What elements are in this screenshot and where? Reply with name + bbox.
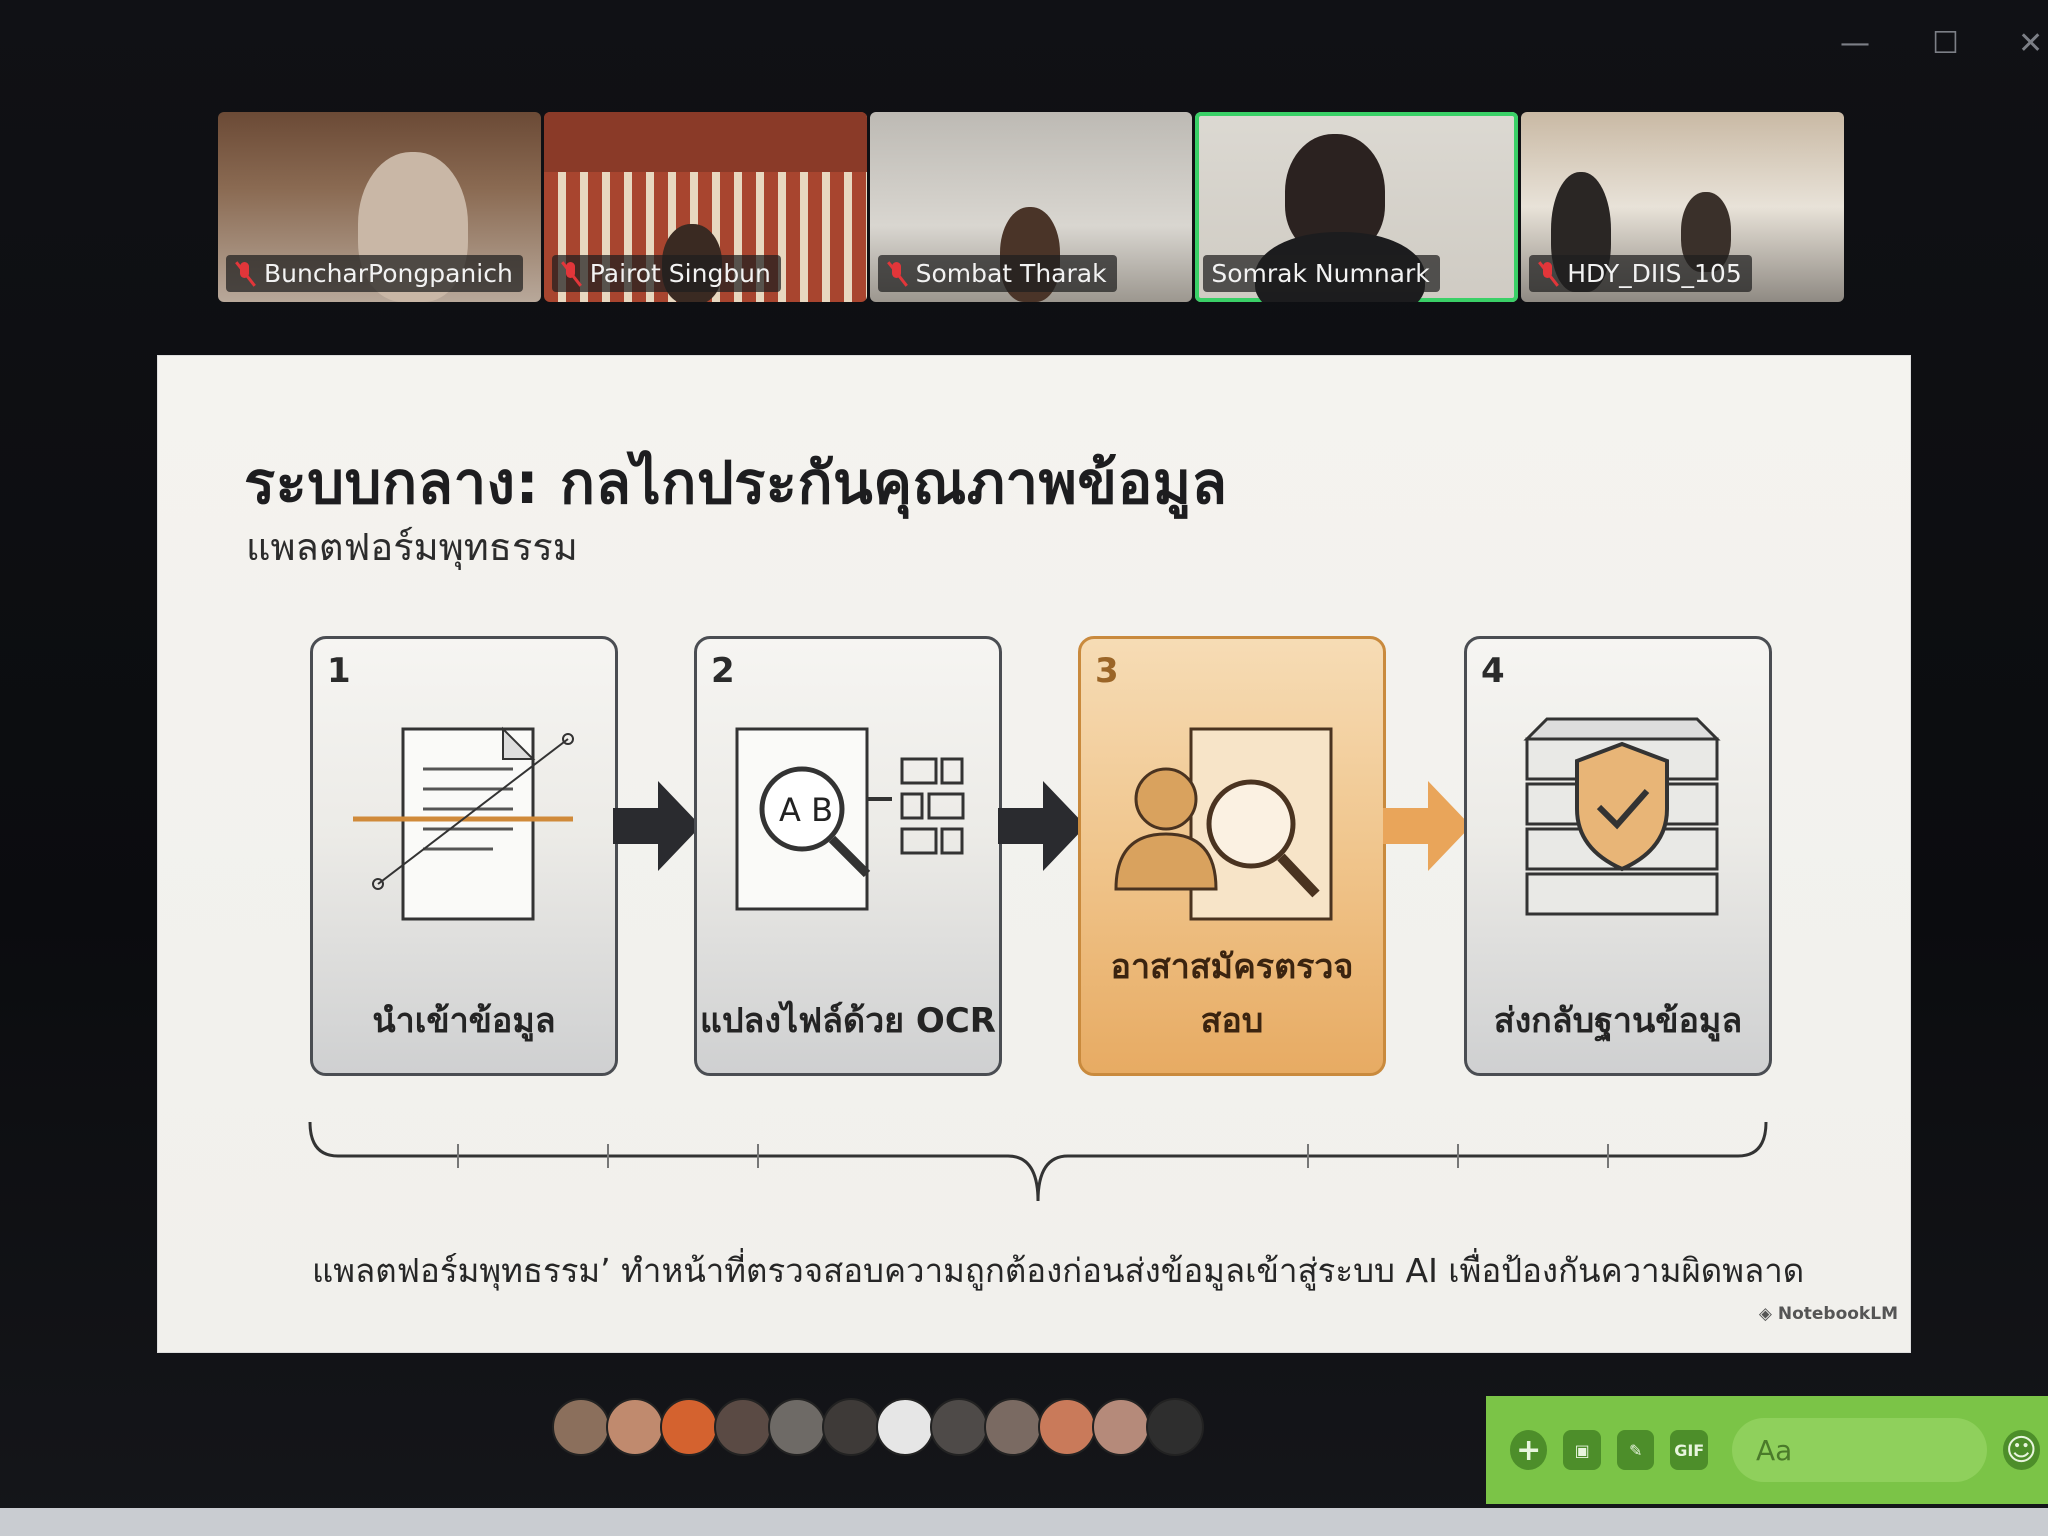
curly-brace-icon: [308, 1121, 1768, 1202]
svg-text:A B: A B: [779, 791, 833, 829]
emoji-icon[interactable]: ☺: [2002, 1430, 2040, 1470]
mic-muted-icon: [560, 261, 582, 287]
participant-name-tag: BuncharPongpanich: [226, 255, 523, 292]
maximize-icon[interactable]: ☐: [1932, 26, 1959, 61]
ocr-magnifier-icon: A B: [735, 727, 965, 911]
step-card-3: 3 อาสาสมัครตรวจสอบ: [1078, 636, 1386, 1076]
participant-video: [543, 112, 867, 172]
shared-slide: ระบบกลาง: กลไกประกันคุณภาพข้อมูล แพลตฟอร…: [158, 356, 1910, 1352]
avatar[interactable]: [768, 1398, 826, 1456]
avatar[interactable]: [930, 1398, 988, 1456]
close-icon[interactable]: ✕: [2018, 26, 2044, 61]
step-card-2: 2 A B แปลงไฟล์ด้วย OCR: [694, 636, 1002, 1076]
step-number: 3: [1095, 651, 1119, 691]
image-icon[interactable]: ▣: [1563, 1430, 1601, 1470]
slide-title: ระบบกลาง: กลไกประกันคุณภาพข้อมูล: [244, 449, 1228, 517]
avatar[interactable]: [1146, 1398, 1204, 1456]
mic-muted-icon: [234, 261, 256, 287]
message-input[interactable]: Aa: [1731, 1418, 1987, 1482]
step-label: นำเข้าข้อมูล: [372, 1001, 556, 1041]
participant-tile[interactable]: BuncharPongpanich: [218, 112, 541, 302]
step-card-1: 1 นำเข้าข้อมูล: [310, 636, 618, 1076]
slide-subtitle: แพลตฟอร์มพุทธรรม: [246, 525, 578, 569]
participant-tile-active[interactable]: Somrak Numnark: [1195, 112, 1519, 302]
slide-caption: แพลตฟอร์มพุทธรรม’ ทำหน้าที่ตรวจสอบความถู…: [312, 1251, 1805, 1290]
step-number: 2: [711, 651, 735, 691]
avatar[interactable]: [984, 1398, 1042, 1456]
step-number: 1: [327, 651, 351, 691]
taskbar: [0, 1508, 2048, 1536]
avatar[interactable]: [714, 1398, 772, 1456]
arrow-right-icon: [613, 781, 701, 871]
avatar[interactable]: [822, 1398, 880, 1456]
participant-name-tag: HDY_DIIS_105: [1529, 255, 1752, 292]
avatar[interactable]: [1092, 1398, 1150, 1456]
avatar[interactable]: [552, 1398, 610, 1456]
participant-strip: BuncharPongpanich Pairot Singbun Sombat …: [218, 112, 1844, 302]
arrow-right-icon: [1383, 781, 1471, 871]
volunteer-review-icon: [1114, 727, 1333, 921]
minimize-icon[interactable]: —: [1840, 26, 1870, 61]
participant-name-tag: Somrak Numnark: [1203, 255, 1440, 292]
document-import-icon: [353, 726, 574, 921]
brand-label: ◈ NotebookLM: [1758, 1304, 1898, 1324]
participant-avatar-row[interactable]: [552, 1398, 1204, 1456]
mic-muted-icon: [1537, 261, 1559, 287]
mic-muted-icon: [886, 261, 908, 287]
participant-tile[interactable]: Pairot Singbun: [543, 112, 867, 302]
add-icon[interactable]: +: [1510, 1430, 1548, 1470]
chat-composer: + ▣ ✎ GIF Aa ☺: [1486, 1396, 2048, 1504]
avatar[interactable]: [660, 1398, 718, 1456]
avatar[interactable]: [876, 1398, 934, 1456]
participant-name-tag: Sombat Tharak: [877, 255, 1117, 292]
avatar[interactable]: [1038, 1398, 1096, 1456]
database-shield-icon: [1523, 717, 1721, 916]
step-label: แปลงไฟล์ด้วย OCR: [700, 1001, 996, 1041]
avatar[interactable]: [606, 1398, 664, 1456]
sticker-icon[interactable]: ✎: [1616, 1430, 1655, 1470]
participant-tile[interactable]: Sombat Tharak: [869, 112, 1193, 302]
participant-tile[interactable]: HDY_DIIS_105: [1521, 112, 1844, 302]
arrow-right-icon: [998, 781, 1086, 871]
step-label: ส่งกลับฐานข้อมูล: [1493, 1001, 1743, 1041]
step-label: อาสาสมัครตรวจสอบ: [1110, 947, 1354, 1041]
step-number: 4: [1481, 651, 1505, 691]
step-card-4: 4 ส่งกลับฐานข้อมูล: [1464, 636, 1772, 1076]
notebooklm-icon: ◈: [1758, 1304, 1778, 1324]
gif-icon[interactable]: GIF: [1670, 1430, 1708, 1470]
participant-name-tag: Pairot Singbun: [551, 255, 781, 292]
